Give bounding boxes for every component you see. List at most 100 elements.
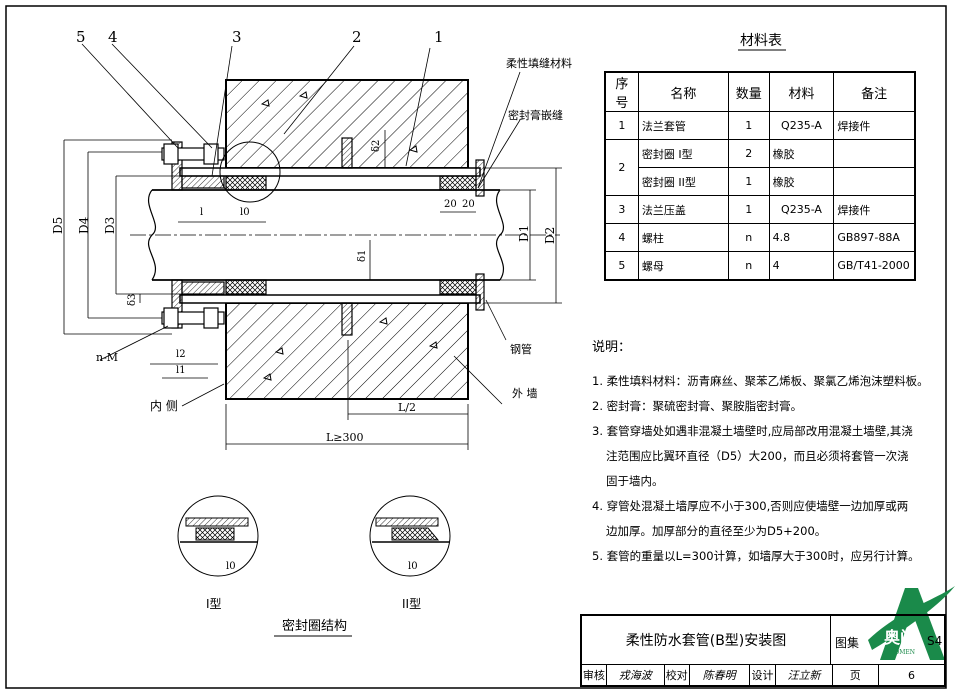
leader-3: 3: [232, 28, 242, 46]
cell-qty: n: [727, 223, 770, 252]
logo-subtext: AOMEN: [890, 649, 916, 656]
table-row: 5 螺母 n 4 GB/T41-2000: [604, 251, 916, 281]
cell-qty: 1: [727, 111, 770, 140]
cell-material: 橡胶: [768, 167, 835, 196]
col-material: 材料: [768, 71, 835, 112]
dim-D5: D5: [51, 216, 65, 234]
note-line: 边加厚。加厚部分的直径至少为D5+200。: [606, 524, 827, 538]
col-note: 备注: [833, 71, 916, 112]
cell-name: 螺柱: [637, 223, 729, 252]
cell-qty: 1: [727, 195, 770, 224]
cell-material: Q235-A: [768, 195, 835, 224]
dim-D1: D1: [517, 224, 531, 242]
note-line: 固于墙内。: [606, 474, 664, 488]
detail-type1-label: I型: [206, 597, 222, 611]
detail2-l0: l0: [408, 561, 418, 572]
wall-section: [225, 79, 469, 400]
cell-note: [833, 139, 916, 168]
dim-D2: D2: [543, 226, 557, 244]
dim-D4: D4: [77, 216, 91, 234]
cell-note: [833, 167, 916, 196]
dimension-lines: [63, 43, 562, 450]
table-header-row: 序号 名称 数量 材料 备注: [604, 71, 916, 112]
label-soft-fill: 柔性填缝材料: [506, 57, 572, 70]
dim-20-a: 20: [444, 199, 457, 210]
cell-name: 密封圈 II型: [637, 167, 729, 196]
label-sealant: 密封膏嵌缝: [508, 109, 563, 122]
sleeve-pipe: [161, 137, 485, 336]
note-line: 注范围应比翼环直径（D5）大200，而且必须将套管一次浇: [606, 449, 909, 463]
dim-delta2: δ2: [371, 139, 382, 152]
atlas-label: 图集: [835, 636, 860, 650]
label-steel-pipe: 钢管: [510, 343, 532, 356]
seal-detail-type2: [369, 495, 451, 577]
cell-no: 2: [604, 139, 639, 196]
cell-name: 法兰套管: [637, 111, 729, 140]
steel-pipe: [130, 189, 560, 281]
page-label: 页: [833, 665, 879, 685]
leader-2: 2: [352, 28, 362, 46]
design-label: 设计: [750, 665, 777, 685]
table-row: 1 法兰套管 1 Q235-A 焊接件: [604, 111, 916, 140]
cell-note: GB/T41-2000: [833, 251, 916, 281]
title-block: 柔性防水套管(B型)安装图 图集 S4 审核 戎海波 校对 陈春明 设计 汪立新…: [580, 614, 946, 687]
col-no: 序号: [604, 71, 639, 112]
note-line: 5. 套管的重量以L=300计算，如墙厚大于300时，应另行计算。: [592, 549, 920, 563]
cell-material: 4.8: [768, 223, 835, 252]
label-n-m: n-M: [96, 351, 119, 364]
label-outer-wall: 外 墙: [512, 387, 538, 400]
materials-title: 材料表: [740, 33, 782, 49]
design-sign: 汪立新: [776, 665, 833, 685]
table-row: 密封圈 II型 1 橡胶: [605, 167, 916, 196]
cell-qty: 1: [727, 167, 770, 196]
cell-name: 法兰压盖: [637, 195, 729, 224]
cell-material: 4: [768, 251, 835, 281]
col-name: 名称: [637, 71, 729, 112]
leader-1: 1: [434, 28, 444, 46]
note-line: 2. 密封膏：聚硫密封膏、聚胺脂密封膏。: [592, 399, 803, 413]
dim-half: L/2: [398, 401, 417, 414]
cell-no: 1: [604, 111, 639, 140]
table-row: 3 法兰压盖 1 Q235-A 焊接件: [604, 195, 916, 224]
col-qty: 数量: [727, 71, 770, 112]
cell-name: 螺母: [637, 251, 729, 281]
table-row: 4 螺柱 n 4.8 GB897-88A: [604, 223, 916, 252]
note-line: 3. 套管穿墙处如遇非混凝土墙壁时,应局部改用混凝土墙壁,其浇: [592, 424, 913, 438]
atlas-no: S4: [927, 634, 943, 648]
note-line: 4. 穿管处混凝土墙厚应不小于300,否则应使墙壁一边加厚或两: [592, 499, 909, 513]
cell-note: GB897-88A: [833, 223, 916, 252]
cell-material: 橡胶: [768, 139, 835, 168]
dim-l1: l1: [176, 365, 186, 376]
dim-delta3: δ3: [127, 293, 138, 306]
cell-no: 4: [604, 223, 639, 252]
dim-l: l: [200, 207, 204, 218]
label-inner-side: 内 侧: [150, 399, 178, 413]
dim-20-b: 20: [462, 199, 475, 210]
review-sign: 戎海波: [607, 665, 665, 685]
dim-l2: l2: [176, 349, 186, 360]
dim-l0: l0: [240, 207, 250, 218]
table-row: 2 密封圈 I型 2 橡胶: [604, 139, 916, 196]
cell-material: Q235-A: [768, 111, 835, 140]
detail-caption: 密封圈结构: [282, 619, 348, 634]
check-label: 校对: [665, 665, 690, 685]
notes-section: 说明： 1. 柔性填料材料：沥青麻丝、聚苯乙烯板、聚氯乙烯泡沫塑料板。 2. 密…: [592, 336, 932, 569]
note-line: 1. 柔性填料材料：沥青麻丝、聚苯乙烯板、聚氯乙烯泡沫塑料板。: [592, 374, 929, 388]
cell-name: 密封圈 I型: [637, 139, 729, 168]
cell-qty: n: [727, 251, 770, 281]
dim-delta1: δ1: [357, 249, 368, 262]
review-label: 审核: [582, 665, 607, 685]
check-sign: 陈春明: [690, 665, 750, 685]
cell-note: 焊接件: [833, 111, 916, 140]
leader-4: 4: [108, 28, 118, 46]
detail-type2-label: II型: [402, 597, 422, 611]
signature-row: 审核 戎海波 校对 陈春明 设计 汪立新 页 6: [582, 665, 944, 685]
atlas-number: 图集 S4: [831, 616, 944, 665]
cell-no: 3: [604, 195, 639, 224]
cell-no: 5: [604, 251, 639, 281]
cell-note: 焊接件: [833, 195, 916, 224]
seal-detail-type1: [177, 495, 259, 577]
company-logo: [868, 586, 955, 660]
notes-heading: 说明：: [592, 340, 632, 355]
